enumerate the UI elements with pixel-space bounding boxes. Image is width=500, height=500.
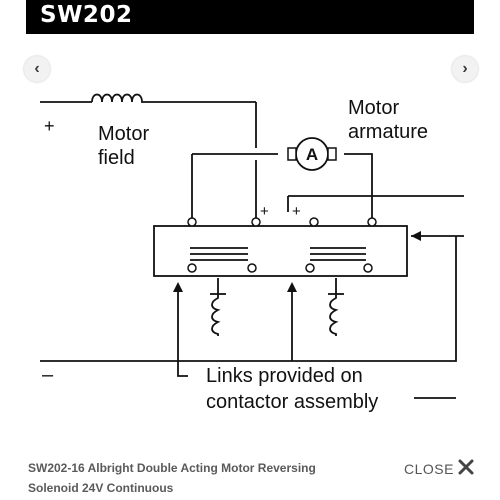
chevron-right-icon: ›	[462, 60, 468, 77]
previous-image-button[interactable]: ‹	[24, 56, 50, 82]
field-coil	[91, 93, 256, 103]
terminal-positive-label-2: +	[292, 203, 301, 220]
close-button[interactable]: CLOSE	[404, 458, 474, 480]
contactor-box	[153, 225, 408, 277]
chevron-left-icon: ‹	[34, 60, 40, 77]
solenoid-coil-right	[329, 278, 339, 336]
close-label: CLOSE	[404, 461, 454, 477]
field-positive-label: +	[44, 116, 55, 136]
motor-armature-label-line2: armature	[348, 121, 428, 143]
wiring-diagram: + Motor field Motor armature A + + – Lin…	[40, 93, 464, 413]
page-title: SW202	[40, 2, 133, 28]
motor-armature-label-line1: Motor	[348, 97, 399, 119]
terminal-positive-label-1: +	[260, 203, 269, 220]
ammeter-label: A	[306, 145, 318, 164]
links-label-line1: Links provided on	[206, 365, 363, 387]
image-viewer: + Motor field Motor armature A + + – Lin…	[26, 36, 474, 446]
motor-field-label-line1: Motor	[98, 123, 149, 145]
close-icon	[458, 459, 474, 480]
solenoid-coil-left	[211, 278, 221, 336]
motor-field-label-line2: field	[98, 147, 135, 169]
negative-label: –	[42, 364, 54, 386]
header-bar: SW202	[26, 0, 474, 34]
image-caption: SW202-16 Albright Double Acting Motor Re…	[28, 461, 316, 495]
links-label-line2: contactor assembly	[206, 391, 378, 413]
armature-wire-right	[344, 153, 373, 218]
next-image-button[interactable]: ›	[452, 56, 478, 82]
